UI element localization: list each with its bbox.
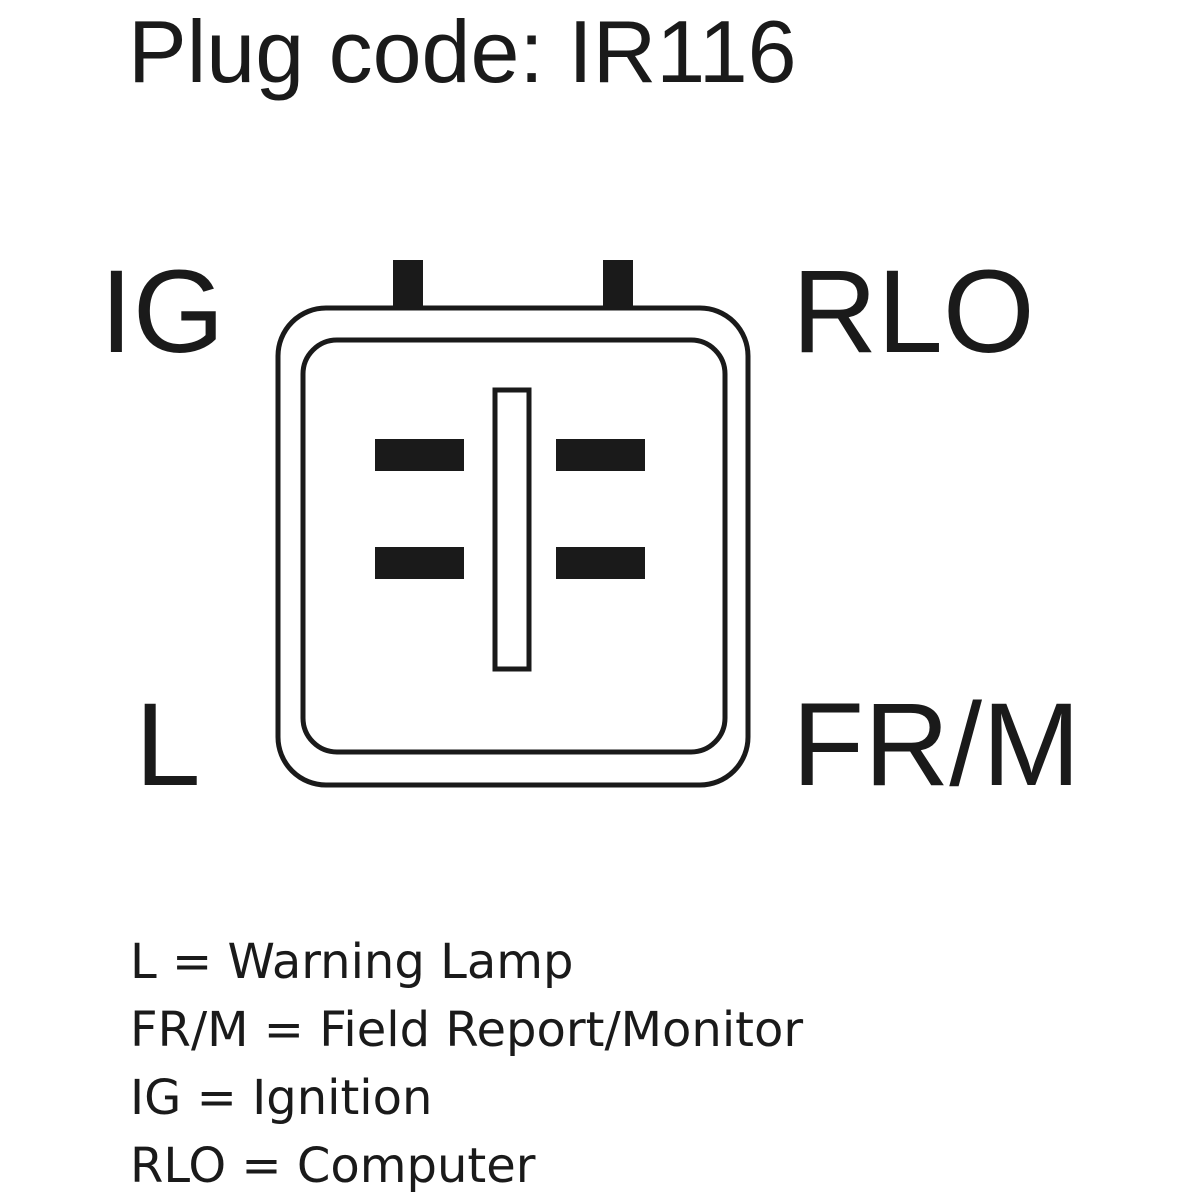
terminal-rlo (556, 439, 645, 471)
pin-label-ig: IG (100, 246, 225, 378)
terminal-ig (375, 439, 464, 471)
legend-item-rlo: RLO = Computer (130, 1138, 536, 1194)
locking-tab-right (603, 260, 633, 310)
terminal-frm (556, 547, 645, 579)
center-key (492, 387, 532, 672)
pin-label-rlo: RLO (792, 246, 1035, 378)
connector-housing-outer (275, 305, 751, 788)
terminal-l (375, 547, 464, 579)
legend-item-frm: FR/M = Field Report/Monitor (130, 1002, 804, 1058)
pin-legend: L = Warning Lamp FR/M = Field Report/Mon… (130, 928, 803, 1200)
legend-item-l: L = Warning Lamp (130, 934, 574, 990)
connector-housing-inner (300, 337, 728, 755)
plug-code-title: Plug code: IR116 (128, 2, 797, 101)
pin-label-l: L (135, 679, 201, 811)
legend-item-ig: IG = Ignition (130, 1070, 433, 1126)
locking-tab-left (393, 260, 423, 310)
pin-label-frm: FR/M (792, 679, 1081, 811)
